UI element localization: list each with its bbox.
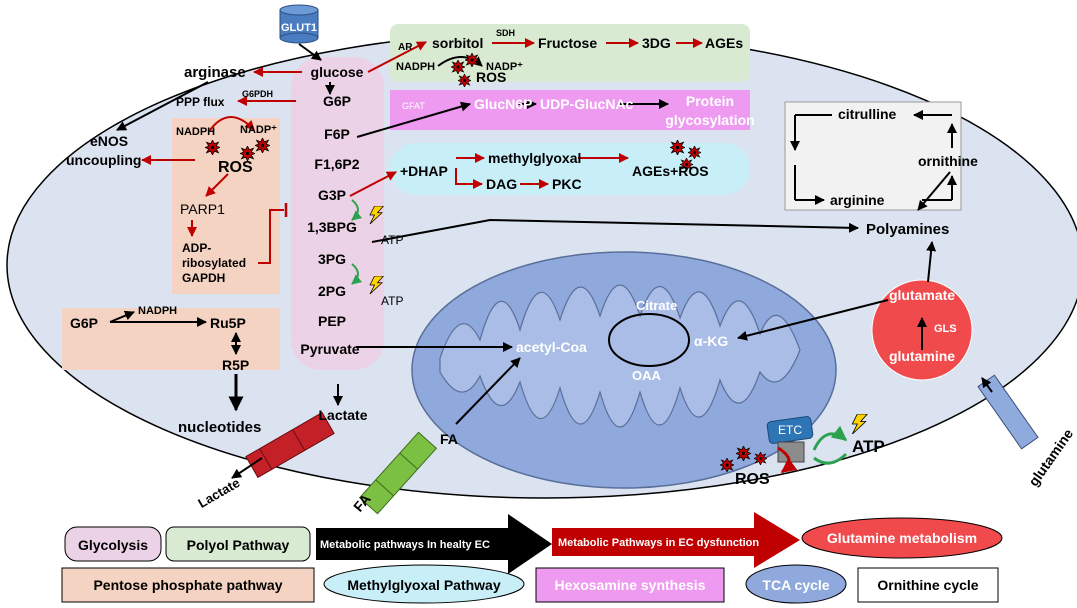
fructose-label: Fructose <box>538 35 597 51</box>
enos-label-2: uncoupling <box>66 152 141 168</box>
ornithine-cycle-box <box>784 101 962 211</box>
dhap-label: +DHAP <box>400 163 448 179</box>
ages-label: AGEs <box>705 35 743 51</box>
methylglyoxal-label: methylglyoxal <box>488 150 581 166</box>
glutamine-inner-label: glutamine <box>889 348 955 364</box>
etc-complex <box>766 416 814 463</box>
atp-label-1: ATP <box>381 233 403 247</box>
mito-atp-label: ATP <box>852 437 885 456</box>
r5p-label: R5P <box>222 357 249 373</box>
ornithine-label: ornithine <box>918 153 978 169</box>
glucn6p-label: GlucN6P <box>474 96 532 112</box>
ppp2-g6p-label: G6P <box>70 315 98 331</box>
legend-polyol-box <box>165 526 311 562</box>
legend-dysfunction-arrow <box>552 512 800 568</box>
glut1-transporter <box>279 4 319 44</box>
legend-polyol-label: Polyol Pathway <box>187 537 290 553</box>
gls-label: GLS <box>934 323 957 335</box>
legend-glycolysis-box <box>64 526 162 562</box>
tca-cycle-ring <box>608 313 690 367</box>
lactate-out-label: Lactate <box>195 475 242 511</box>
legend-tca-box <box>745 564 847 604</box>
g6p-label: G6P <box>323 93 351 109</box>
dag-label: DAG <box>486 176 517 192</box>
adp-label-3: GAPDH <box>182 271 225 285</box>
ppp-flux-label: PPP flux <box>176 95 225 109</box>
nucleotides-label: nucleotides <box>178 419 261 436</box>
sdh-label: SDH <box>496 28 515 38</box>
g3p-label: G3P <box>318 187 346 203</box>
ppp-ros-label: ROS <box>218 159 253 176</box>
mito-ros-label: ROS <box>735 471 770 488</box>
pyruvate-label: Pyruvate <box>300 341 359 357</box>
dg3-label: 3DG <box>642 35 671 51</box>
acetyl-coa-label: acetyl-Coa <box>516 339 587 355</box>
ru5p-label: Ru5P <box>210 315 246 331</box>
akg-label: α-KG <box>694 333 728 349</box>
legend <box>61 512 1003 604</box>
citrulline-label: citrulline <box>838 106 897 122</box>
pep-label: PEP <box>318 313 346 329</box>
arrows <box>109 38 993 479</box>
ppp-nadph-label: NADPH <box>176 126 215 138</box>
legend-hexosamine-box <box>535 567 725 603</box>
glucose-label: glucose <box>311 64 364 80</box>
legend-methylglyoxal-label: Methylglyoxal Pathway <box>347 577 500 593</box>
f6p-label: F6P <box>324 126 350 142</box>
polyol-region <box>390 24 750 82</box>
fa-in-label: FA <box>440 431 458 447</box>
legend-healthy-label: Metabolic pathways In healty EC <box>320 539 490 551</box>
lactate-transporter <box>245 411 335 479</box>
legend-methylglyoxal-box <box>323 564 525 604</box>
lactate-label: Lactate <box>318 407 367 423</box>
ppp-region-bottom <box>62 308 280 370</box>
etc-label: ETC <box>778 423 802 437</box>
protein-label-1: Protein <box>686 93 734 109</box>
legend-tca-label: TCA cycle <box>762 577 829 593</box>
legend-healthy-arrow <box>316 514 552 574</box>
gfat-label: GFAT <box>402 101 425 111</box>
fa-transporter <box>358 431 438 515</box>
pg2-label: 2PG <box>318 283 346 299</box>
arginine-label: arginine <box>830 192 885 208</box>
polyol-ros-label: ROS <box>476 69 506 85</box>
legend-ornithine-box <box>857 567 999 603</box>
agesros-label: AGEs+ROS <box>632 163 709 179</box>
ppp-nadp-label: NADP⁺ <box>240 124 277 136</box>
ar-label: AR <box>398 42 413 53</box>
bpg13-label: 1,3BPG <box>307 219 357 235</box>
legend-hexosamine-label: Hexosamine synthesis <box>555 577 706 593</box>
adp-label-2: ribosylated <box>182 256 246 270</box>
udp-label: UDP-GlucNAc <box>540 96 634 112</box>
glutamate-label: glutamate <box>889 287 955 303</box>
atp-label-2: ATP <box>381 294 403 308</box>
legend-dysfunction-label: Metabolic Pathways in EC dysfunction <box>558 537 759 549</box>
mitochondrion-cristae <box>439 284 801 428</box>
g6pdh-label: G6PDH <box>242 89 273 99</box>
legend-ppp-box <box>61 567 315 603</box>
citrate-label: Citrate <box>636 298 677 313</box>
legend-ppp-label: Pentose phosphate pathway <box>93 577 282 593</box>
oaa-label: OAA <box>632 368 662 383</box>
polyamines-label: Polyamines <box>866 221 949 238</box>
adp-label-1: ADP- <box>182 241 211 255</box>
polyol-nadph-label: NADPH <box>396 61 435 73</box>
legend-glycolysis-label: Glycolysis <box>78 537 148 553</box>
arginase-label: arginase <box>184 64 246 81</box>
pg3-label: 3PG <box>318 251 346 267</box>
polyol-nadp-label: NADP⁺ <box>486 61 523 73</box>
enos-label-1: eNOS <box>90 133 128 149</box>
sorbitol-label: sorbitol <box>432 35 483 51</box>
pkc-label: PKC <box>552 176 582 192</box>
legend-glutamine-label: Glutamine metabolism <box>827 530 977 546</box>
protein-label-2: glycosylation <box>665 112 754 128</box>
ppp2-nadph-label: NADPH <box>138 305 177 317</box>
legend-glutamine-box <box>801 517 1003 559</box>
parp1-label: PARP1 <box>180 201 225 217</box>
f16p2-label: F1,6P2 <box>314 156 359 172</box>
glut1-label: GLUT1 <box>281 22 317 34</box>
legend-ornithine-label: Ornithine cycle <box>877 577 978 593</box>
